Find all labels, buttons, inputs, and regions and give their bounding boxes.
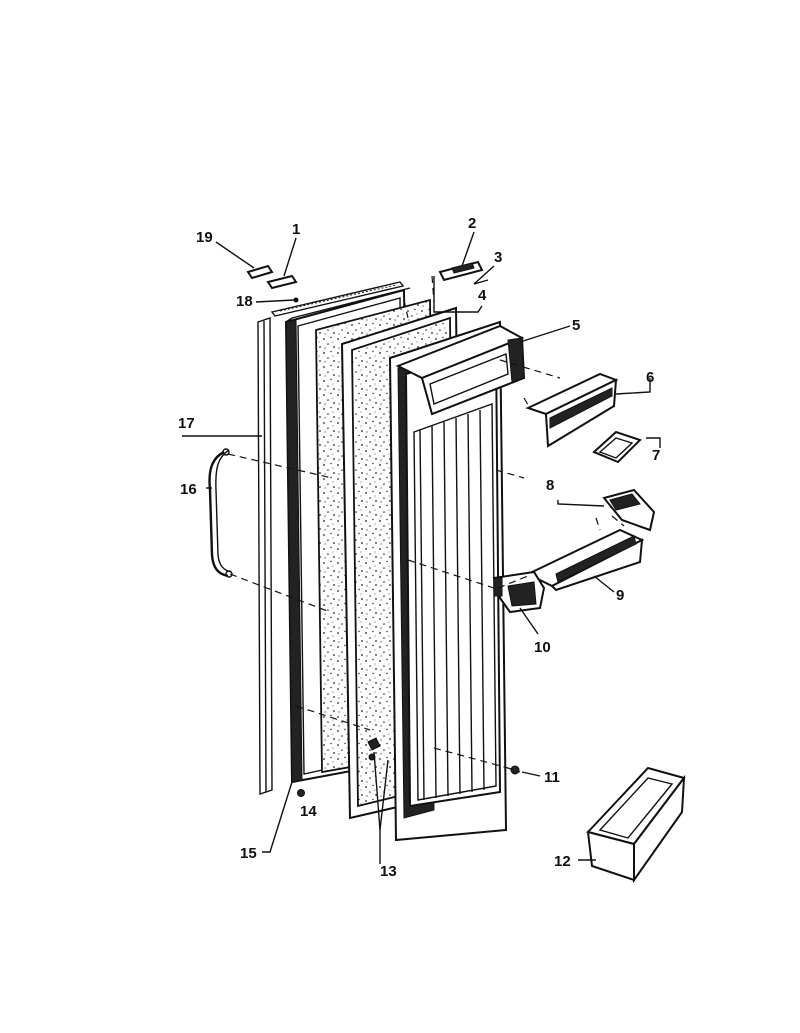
- callout-14: 14: [300, 803, 317, 820]
- callout-18: 18: [236, 293, 253, 310]
- assembly-dashed-lines: [227, 275, 625, 769]
- part-5-inner-door-liner: [388, 320, 526, 842]
- callout-15: 15: [240, 845, 257, 862]
- callout-6: 6: [646, 369, 654, 386]
- part-6-door-shelf: [525, 372, 619, 448]
- callout-8: 8: [546, 477, 554, 494]
- callout-11: 11: [544, 769, 560, 786]
- part-7-small-tray: [592, 430, 642, 464]
- part-9-lower-shelf: [525, 528, 645, 592]
- part-1-cap: [266, 274, 298, 290]
- part-19-cap: [246, 264, 274, 280]
- callout-7: 7: [652, 447, 660, 464]
- part-13-fasteners: [367, 737, 381, 761]
- callout-13: 13: [380, 863, 397, 880]
- callout-19: 19: [196, 229, 213, 246]
- callout-3: 3: [494, 249, 502, 266]
- callout-17: 17: [178, 415, 195, 432]
- part-12-door-bin: [586, 766, 686, 884]
- part-11-screw: [507, 765, 521, 775]
- callout-9: 9: [616, 587, 624, 604]
- callout-10: 10: [534, 639, 551, 656]
- callout-2: 2: [468, 215, 476, 232]
- part-3-hinge-pin: [473, 279, 489, 285]
- callout-labels: 19 1 2 3 4 18 5 6 7 17 16 8 9 10 11 14 1…: [178, 215, 660, 880]
- part-14-fastener: [297, 789, 305, 797]
- part-2-top-hinge: [438, 260, 484, 282]
- callout-5: 5: [572, 317, 580, 334]
- part-8-shelf-bracket: [602, 488, 656, 532]
- part-17-trim-strip: [257, 317, 273, 795]
- part-16-door-handle: [208, 448, 233, 578]
- part-10-hinge-bracket: [492, 570, 546, 614]
- part-18-top-strip: [270, 281, 405, 317]
- callout-16: 16: [180, 481, 197, 498]
- callout-4: 4: [478, 287, 487, 304]
- callout-1: 1: [292, 221, 300, 238]
- leader-lines: [182, 231, 661, 864]
- callout-12: 12: [554, 853, 571, 870]
